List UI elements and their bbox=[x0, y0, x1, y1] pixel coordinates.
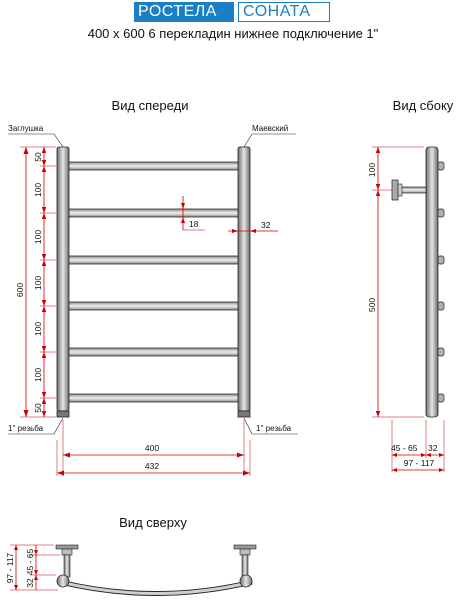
step-values: 50 100 100 100 100 100 50 bbox=[33, 152, 43, 413]
step-dimension-chain bbox=[40, 147, 56, 417]
side-depth-dimensions bbox=[391, 420, 445, 472]
tube-gap-dimension bbox=[177, 196, 205, 231]
crossbar-3 bbox=[63, 255, 245, 265]
side-height-value: 500 bbox=[367, 298, 377, 312]
front-view-title: Вид спереди bbox=[112, 98, 189, 113]
side-top-value: 100 bbox=[367, 163, 377, 177]
top-depth-b: 45 - 65 bbox=[25, 548, 35, 575]
top-left-wall-plate bbox=[55, 544, 79, 550]
plug-label: Заглушка bbox=[8, 124, 44, 133]
step-3: 100 bbox=[33, 230, 43, 244]
step-2: 100 bbox=[33, 183, 43, 197]
side-view-title: Вид сбоку bbox=[393, 98, 454, 113]
width-outer-value: 432 bbox=[145, 461, 159, 471]
top-view-title: Вид сверху bbox=[119, 515, 187, 530]
top-left-arm bbox=[63, 554, 71, 578]
height-value: 600 bbox=[15, 283, 25, 297]
top-depth-a: 32 bbox=[25, 578, 35, 588]
side-depth-a: 45 - 65 bbox=[391, 443, 418, 453]
right-upright bbox=[237, 146, 251, 412]
top-depth-dimensions bbox=[10, 544, 60, 591]
side-towel-rail bbox=[391, 146, 445, 418]
brand-name: РОСТЕЛА bbox=[134, 2, 234, 22]
side-upright bbox=[425, 146, 439, 418]
pipe-dimension bbox=[228, 229, 278, 233]
top-towel-rail bbox=[55, 544, 257, 596]
crossbar-5 bbox=[63, 347, 245, 357]
mayevsky-label: Маевский bbox=[252, 124, 288, 133]
side-bracket-plate bbox=[391, 179, 399, 201]
top-curved-bar bbox=[59, 580, 253, 595]
pipe-value: 32 bbox=[261, 220, 271, 230]
thread-leader-left bbox=[8, 417, 64, 435]
mayevsky-leader bbox=[243, 133, 296, 148]
side-bracket-arm bbox=[399, 186, 427, 194]
width-dimensions bbox=[56, 420, 251, 476]
crossbar-4 bbox=[63, 301, 245, 311]
left-upright bbox=[56, 146, 70, 412]
crossbars bbox=[63, 161, 245, 403]
crossbar-1 bbox=[63, 161, 245, 171]
step-4: 100 bbox=[33, 276, 43, 290]
top-left-upright bbox=[56, 574, 70, 588]
side-height-dimensions bbox=[372, 146, 424, 418]
width-inner-value: 400 bbox=[145, 443, 159, 453]
thread-leader-right bbox=[243, 417, 298, 435]
crossbar-2 bbox=[63, 208, 245, 218]
step-5: 100 bbox=[33, 322, 43, 336]
step-7: 50 bbox=[33, 403, 43, 413]
side-depth-total: 97 - 117 bbox=[404, 458, 435, 468]
right-thread-end bbox=[237, 410, 251, 418]
top-right-wall-plate bbox=[233, 544, 257, 550]
tube-gap-value: 18 bbox=[189, 219, 199, 229]
front-towel-rail bbox=[56, 146, 251, 418]
top-depth-total: 97 - 117 bbox=[5, 552, 15, 583]
left-thread-end bbox=[56, 410, 70, 418]
top-right-upright bbox=[239, 574, 253, 588]
product-subtitle: 400 x 600 6 перекладин нижнее подключени… bbox=[87, 26, 379, 41]
thread-label-right: 1'' резьба bbox=[256, 424, 292, 433]
crossbar-6 bbox=[63, 393, 245, 403]
step-6: 100 bbox=[33, 368, 43, 382]
top-right-arm bbox=[241, 554, 249, 578]
model-name: СОНАТА bbox=[238, 2, 330, 22]
thread-label-left: 1'' резьба bbox=[8, 424, 44, 433]
plug-leader bbox=[8, 133, 64, 148]
height-dimension bbox=[20, 146, 56, 418]
side-depth-b: 32 bbox=[428, 443, 438, 453]
step-1: 50 bbox=[33, 152, 43, 162]
